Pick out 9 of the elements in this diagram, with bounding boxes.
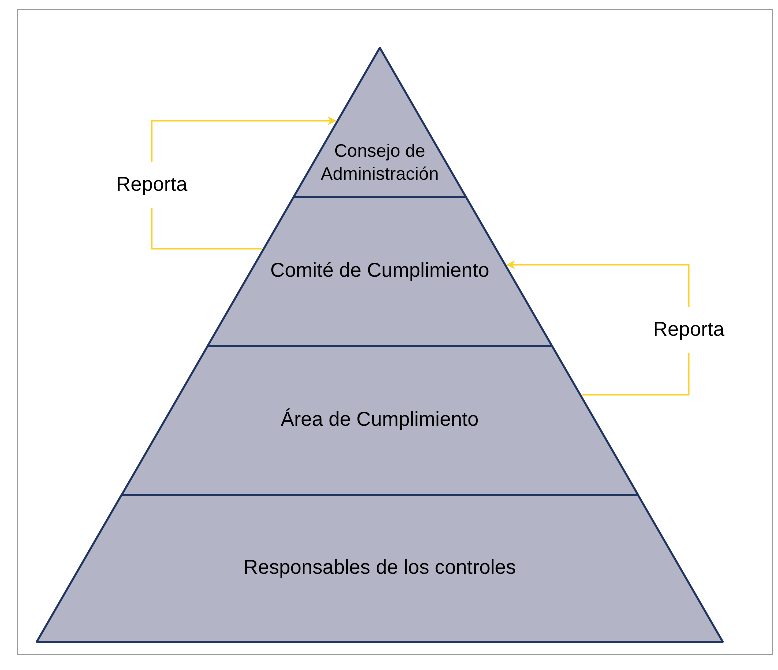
tier-label: Responsables de los controles xyxy=(244,556,516,581)
pyramid-tier xyxy=(122,346,638,495)
report-arrow xyxy=(151,116,337,250)
pyramid-tier xyxy=(37,495,723,642)
pyramid-tier xyxy=(208,197,552,346)
tier-label: Comité de Cumplimiento xyxy=(270,259,490,284)
report-arrow xyxy=(506,260,690,396)
tier-label: Consejo de Administración xyxy=(320,140,440,185)
tier-label: Área de Cumplimiento xyxy=(281,408,479,433)
